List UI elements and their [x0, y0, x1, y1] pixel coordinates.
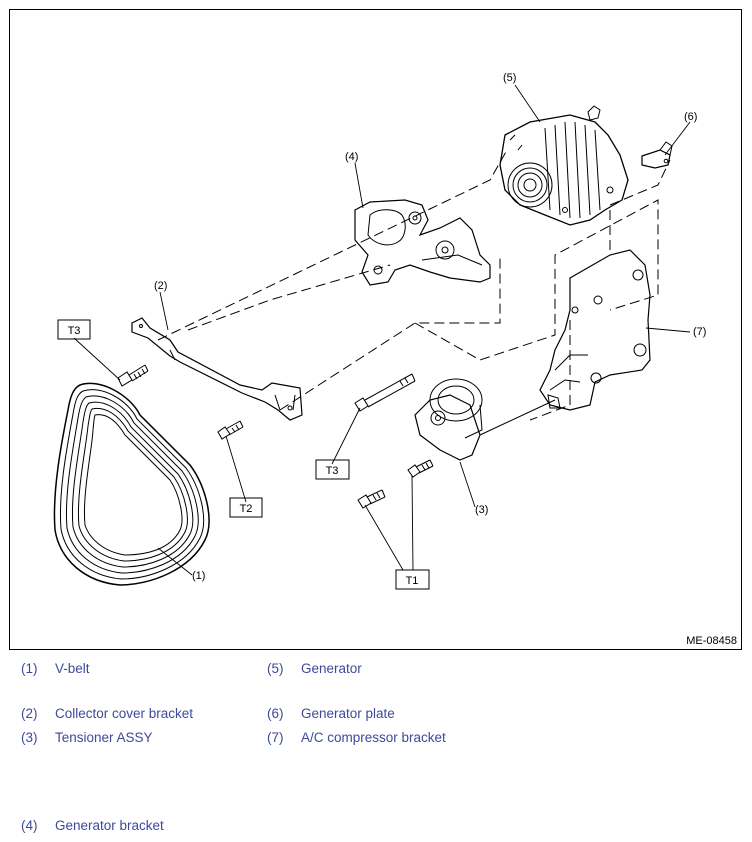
legend-num: (7): [267, 730, 284, 745]
bolt-t1-lower: [357, 489, 386, 509]
callout-7: (7): [693, 326, 706, 338]
generator: [499, 105, 629, 226]
exploded-diagram: (2) (4) (5) (6) (7) (3) (1) T3 T2 T3 T1 …: [9, 9, 742, 650]
generator-plate: [641, 141, 673, 169]
v-belt: [53, 382, 210, 586]
diagram-canvas: (2) (4) (5) (6) (7) (3) (1) T3 T2 T3 T1: [53, 72, 706, 590]
legend-num: (2): [21, 706, 38, 721]
legend-num: (1): [21, 661, 38, 676]
callout-4: (4): [345, 151, 358, 163]
legend-num: (6): [267, 706, 284, 721]
legend-label: Collector cover bracket: [55, 706, 194, 721]
legend-label: Generator: [301, 661, 362, 676]
torque-box-t3-center: T3: [315, 459, 350, 480]
torque-label-t2: T2: [240, 503, 253, 515]
bolt-t2: [217, 420, 244, 440]
legend-num: (4): [21, 818, 38, 833]
legend-label: A/C compressor bracket: [301, 730, 446, 745]
figure-id: ME-08458: [686, 635, 737, 647]
callout-5: (5): [503, 72, 516, 84]
callout-2: (2): [154, 280, 167, 292]
leader-lines: [73, 84, 691, 576]
bolt-t3-left: [117, 364, 149, 387]
callout-1: (1): [192, 570, 205, 582]
tensioner-assy: [414, 378, 561, 461]
legend-num: (5): [267, 661, 284, 676]
generator-bracket: [354, 199, 491, 286]
bolt-t3-center: [354, 373, 416, 412]
bolt-t1-upper: [407, 459, 434, 478]
torque-box-t3-left: T3: [57, 319, 91, 340]
legend-num: (3): [21, 730, 38, 745]
torque-box-t1: T1: [395, 569, 430, 590]
legend-label: Tensioner ASSY: [55, 730, 153, 745]
legend-label: Generator bracket: [55, 818, 164, 833]
legend-label: V-belt: [55, 661, 90, 676]
collector-cover-bracket: [131, 317, 303, 421]
torque-label-t3-center: T3: [326, 465, 339, 477]
torque-label-t1: T1: [406, 575, 419, 587]
torque-label-t3-left: T3: [68, 325, 81, 337]
ac-compressor-bracket: [539, 249, 651, 411]
callout-6: (6): [684, 111, 697, 123]
torque-box-t2: T2: [229, 497, 263, 518]
callout-3: (3): [475, 504, 488, 516]
legend-label: Generator plate: [301, 706, 395, 721]
